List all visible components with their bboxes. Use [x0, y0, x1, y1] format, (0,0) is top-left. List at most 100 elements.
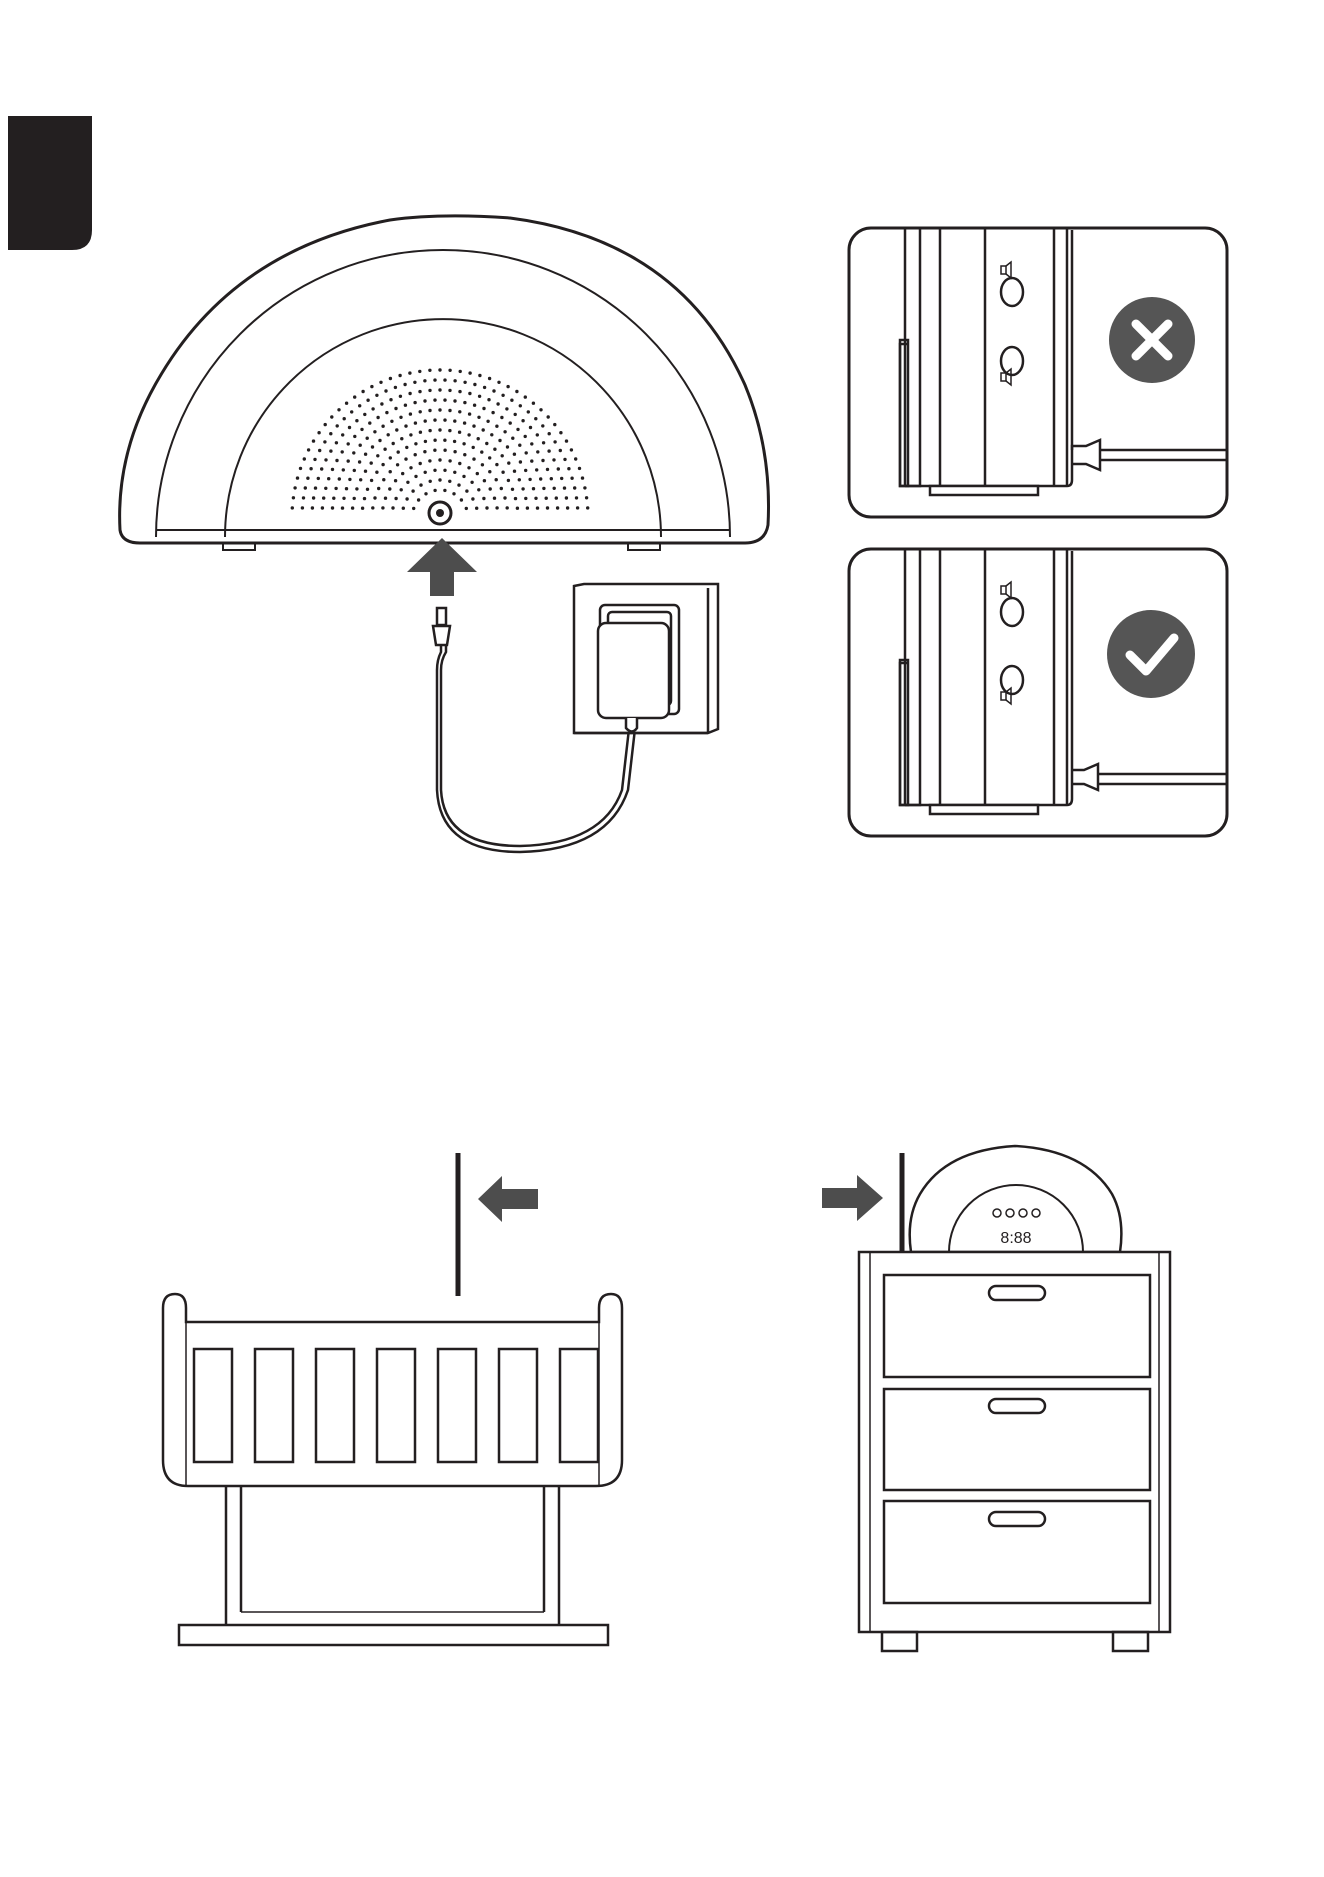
grille-hole [465, 507, 468, 510]
grille-hole [373, 496, 376, 499]
grille-hole [353, 395, 356, 398]
grille-hole [586, 506, 589, 509]
grille-hole [511, 488, 514, 491]
grille-hole [448, 480, 451, 483]
grille-hole [389, 470, 392, 473]
grille-hole [414, 421, 417, 424]
grille-hole [399, 395, 402, 398]
grille-hole [296, 476, 299, 479]
grille-hole [480, 450, 483, 453]
grille-hole [506, 445, 509, 448]
grille-hole [396, 463, 399, 466]
grille-hole [492, 389, 495, 392]
grille-hole [389, 398, 392, 401]
grille-hole [370, 461, 373, 464]
grille-hole [539, 408, 542, 411]
grille-hole [518, 478, 521, 481]
grille-hole [378, 439, 381, 442]
grille-hole [490, 433, 493, 436]
grille-hole [570, 448, 573, 451]
grille-hole [468, 392, 471, 395]
grille-hole [463, 381, 466, 384]
grille-hole [567, 467, 570, 470]
cross-icon [1109, 297, 1195, 383]
grille-hole [403, 383, 406, 386]
grille-hole [397, 450, 400, 453]
grille-hole [358, 404, 361, 407]
grille-hole [546, 468, 549, 471]
grille-hole [477, 416, 480, 419]
grille-hole [470, 481, 473, 484]
grille-hole [438, 458, 441, 461]
grille-hole [497, 381, 500, 384]
grille-hole [317, 431, 320, 434]
grille-hole [424, 492, 427, 495]
grille-hole [353, 435, 356, 438]
grille-hole [453, 450, 456, 453]
grille-hole [458, 462, 461, 465]
grille-hole [368, 421, 371, 424]
crib-slat [499, 1349, 537, 1462]
dresser [859, 1252, 1170, 1651]
grille-hole [443, 378, 446, 381]
grille-hole [399, 416, 402, 419]
grille-hole [428, 429, 431, 432]
grille-hole [404, 424, 407, 427]
grille-hole [361, 390, 364, 393]
grille-hole [453, 419, 456, 422]
grille-hole [559, 449, 562, 452]
grille-hole [409, 433, 412, 436]
grille-hole [498, 439, 501, 442]
grille-hole [371, 506, 374, 509]
grille-hole [311, 506, 314, 509]
grille-hole [306, 477, 309, 480]
grille-hole [472, 424, 475, 427]
grille-hole [381, 463, 384, 466]
grille-hole [513, 470, 516, 473]
grille-hole [404, 404, 407, 407]
grille-hole [443, 449, 446, 452]
grille-hole [408, 371, 411, 374]
grille-hole [500, 487, 503, 490]
grille-hole [384, 389, 387, 392]
grille-hole [468, 412, 471, 415]
grille-hole [307, 448, 310, 451]
grille-hole [462, 442, 465, 445]
grille-hole [560, 477, 563, 480]
grille-hole [423, 399, 426, 402]
grille-hole [359, 478, 362, 481]
grille-hole [542, 487, 545, 490]
grille-hole [320, 467, 323, 470]
grille-hole [516, 428, 519, 431]
grille-hole [376, 416, 379, 419]
grille-hole [388, 487, 391, 490]
grille-hole [337, 408, 340, 411]
grille-hole [573, 486, 576, 489]
grille-hole [443, 418, 446, 421]
grille-hole [317, 477, 320, 480]
grille-hole [304, 486, 307, 489]
crib-slat [377, 1349, 415, 1462]
grille-hole [358, 460, 361, 463]
grille-hole [535, 468, 538, 471]
section-tab [8, 116, 92, 250]
grille-hole [547, 415, 550, 418]
wall-power-adapter [574, 584, 718, 733]
grille-hole [414, 475, 417, 478]
grille-hole [514, 413, 517, 416]
grille-hole [527, 410, 530, 413]
grille-hole [376, 454, 379, 457]
grille-hole [545, 497, 548, 500]
grille-hole [487, 398, 490, 401]
grille-hole [366, 488, 369, 491]
grille-hole [453, 471, 456, 474]
grille-hole [350, 410, 353, 413]
grille-hole [443, 489, 446, 492]
grille-hole [536, 450, 539, 453]
grille-hole [483, 386, 486, 389]
grille-hole [534, 497, 537, 500]
grille-hole [400, 437, 403, 440]
grille-hole [429, 480, 432, 483]
grille-hole [482, 497, 485, 500]
